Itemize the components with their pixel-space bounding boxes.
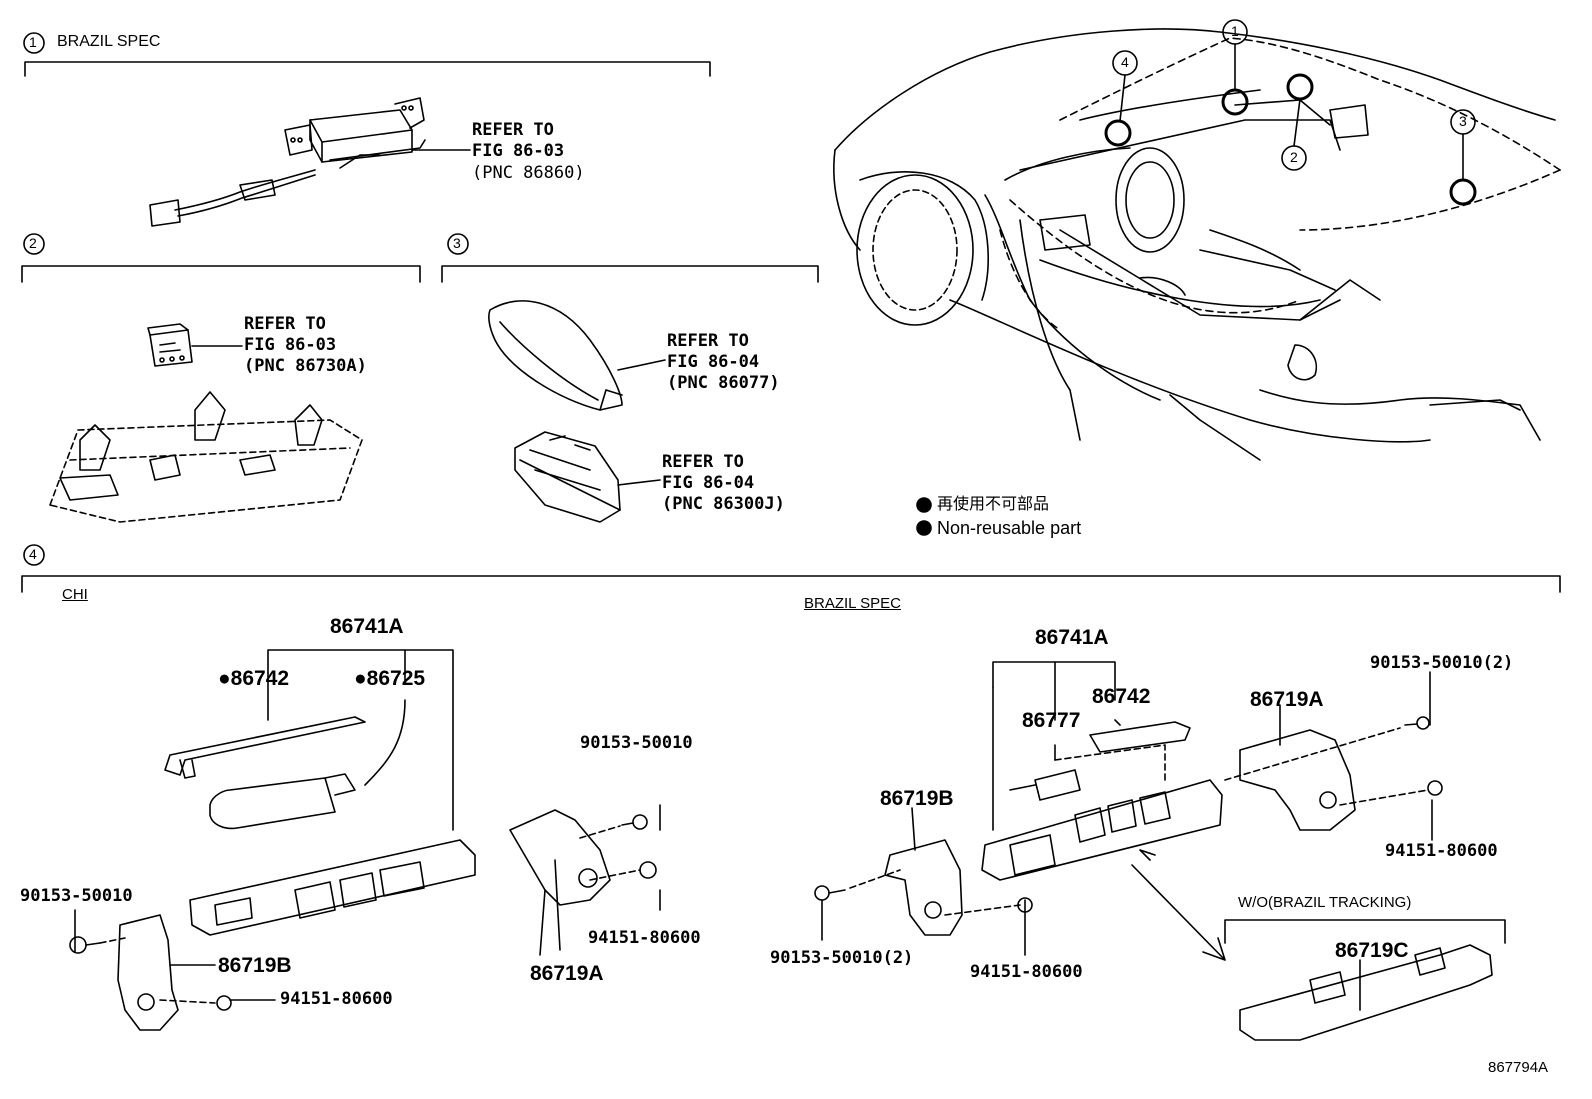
brazil-part-86742: 86742 [1092,685,1151,708]
brazil-dashed-lines [849,727,1429,916]
section-3-number: 3 [453,235,461,251]
legend-english: Non-reusable part [937,518,1082,538]
ref-86730A-line3: (PNC 86730A) [244,356,367,376]
section-2-number: 2 [29,235,37,251]
callout-4: 4 [1121,54,1129,70]
chi-part-90153-left: 90153-50010 [20,886,133,906]
brazil-part-94151-bottom: 94151-80600 [970,962,1083,982]
brazil-part-86777: 86777 [1022,709,1081,732]
section-4-number: 4 [29,546,37,562]
brazil-spec-subtitle: BRAZIL SPEC [804,595,901,612]
ref-86077-line1: REFER TO [667,331,749,351]
antenna-base-86300J-drawing [514,431,621,523]
brazil-part-86719C: 86719C [1335,939,1409,962]
ref-86730A-line1: REFER TO [244,314,326,334]
callout-1: 1 [1231,23,1239,39]
brazil-parts [814,716,1493,1041]
callout-2: 2 [1290,149,1298,165]
vehicle-dashed-outline [999,37,1561,331]
section-brackets [21,61,1561,593]
legend-japanese: 再使用不可部品 [937,494,1050,513]
vehicle-interior-drawing [833,28,1556,461]
section-1-title: BRAZIL SPEC [57,33,161,50]
chi-part-86719A: 86719A [530,962,604,985]
chi-part-86741A: 86741A [330,615,404,638]
chi-part-86719B: 86719B [218,954,292,977]
shark-fin-antenna-86077-drawing [488,300,623,411]
chi-part-86742: ●86742 [218,667,290,690]
brazil-leader-lines [821,661,1506,1011]
brazil-wo-tracking-label: W/O(BRAZIL TRACKING) [1238,894,1412,911]
figure-id: 867794A [1488,1059,1549,1076]
ref-86860-line2: FIG 86-03 [472,141,565,161]
chi-parts [69,716,657,1031]
chi-dashed-lines [99,825,641,1004]
leader-line-86077 [617,359,666,371]
ref-86300J-line3: (PNC 86300J) [662,494,785,514]
roof-console-drawing [49,419,363,523]
callout-3: 3 [1459,113,1467,129]
brazil-part-90153-top: 90153-50010(2) [1370,653,1514,673]
chi-subtitle: CHI [62,586,88,603]
brazil-part-86719A: 86719A [1250,688,1324,711]
roof-console-parts [59,391,323,501]
ref-86077-line3: (PNC 86077) [667,373,780,393]
ref-86077-line2: FIG 86-04 [667,352,760,372]
location-callout-circles [1112,19,1476,181]
section-markers [23,32,469,566]
ref-86300J-line1: REFER TO [662,452,744,472]
legend-dot-jp [916,497,932,513]
section-1-number: 1 [29,34,37,50]
brazil-part-90153-bottom: 90153-50010(2) [770,948,914,968]
brazil-part-86719B: 86719B [880,787,954,810]
connector-86730A-drawing [147,323,193,367]
ref-86300J-line2: FIG 86-04 [662,473,755,493]
chi-part-94151-mid: 94151-80600 [588,928,701,948]
chi-part-94151-left: 94151-80600 [280,989,393,1009]
brazil-part-94151-right: 94151-80600 [1385,841,1498,861]
leader-line-86300J [617,479,661,486]
chi-leader-lines [74,649,661,1001]
chi-part-86725: ●86725 [354,667,426,690]
ref-86730A-line2: FIG 86-03 [244,335,337,355]
ref-86860-line3: (PNC 86860) [472,163,585,183]
module-86860-drawing [149,97,426,227]
legend-dot-en [916,520,932,536]
ref-86860-line1: REFER TO [472,120,554,140]
brazil-part-86741A: 86741A [1035,626,1109,649]
chi-part-90153-top: 90153-50010 [580,733,693,753]
